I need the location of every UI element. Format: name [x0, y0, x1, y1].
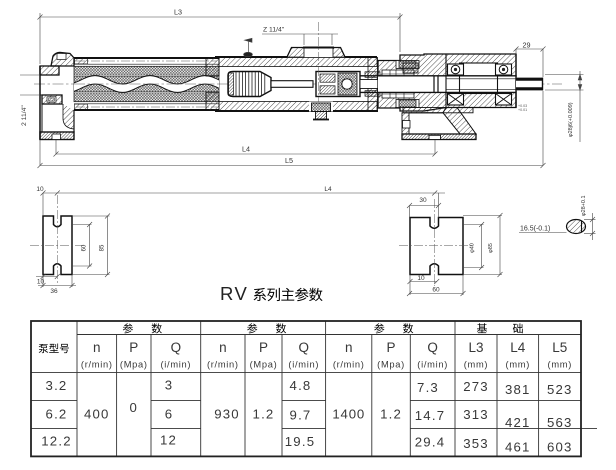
svg-text:10: 10 — [37, 279, 45, 286]
svg-text:+0.03: +0.03 — [518, 104, 527, 108]
svg-text:2 11/4": 2 11/4" — [21, 105, 28, 126]
svg-text:(r/min): (r/min) — [81, 360, 113, 370]
svg-text:461: 461 — [505, 440, 531, 455]
svg-text:29: 29 — [523, 41, 531, 50]
svg-text:Q: Q — [299, 340, 310, 355]
svg-text:60: 60 — [432, 287, 440, 294]
svg-text:(i/min): (i/min) — [288, 360, 319, 370]
svg-text:Q: Q — [171, 340, 182, 355]
svg-text:(Mpa): (Mpa) — [377, 360, 405, 370]
svg-text:30: 30 — [419, 197, 427, 204]
svg-text:10: 10 — [36, 186, 44, 193]
svg-text:3.2: 3.2 — [46, 378, 68, 393]
svg-text:10: 10 — [417, 275, 425, 282]
svg-text:P: P — [129, 340, 138, 355]
svg-text:(mm): (mm) — [548, 360, 572, 370]
svg-text:L4: L4 — [510, 340, 526, 355]
svg-text:Q: Q — [427, 340, 438, 355]
svg-text:RV: RV — [220, 283, 248, 304]
svg-text:(Mpa): (Mpa) — [120, 360, 148, 370]
svg-text:12.2: 12.2 — [41, 434, 71, 449]
svg-text:0: 0 — [130, 400, 139, 415]
svg-text:4.8: 4.8 — [290, 378, 312, 393]
svg-text:603: 603 — [547, 440, 573, 455]
svg-text:n: n — [345, 340, 353, 355]
svg-text:(i/min): (i/min) — [417, 360, 448, 370]
svg-text:523: 523 — [547, 382, 573, 397]
svg-text:7.3: 7.3 — [417, 380, 439, 395]
svg-text:29.4: 29.4 — [415, 435, 445, 450]
svg-text:L4: L4 — [242, 145, 250, 154]
svg-text:φ85: φ85 — [488, 243, 494, 253]
svg-text:(mm): (mm) — [506, 360, 530, 370]
svg-text:400: 400 — [84, 407, 110, 422]
svg-text:+0.01: +0.01 — [518, 108, 527, 112]
svg-text:563: 563 — [547, 415, 573, 430]
svg-text:6.2: 6.2 — [46, 407, 68, 422]
svg-text:(i/min): (i/min) — [160, 360, 191, 370]
svg-text:L5: L5 — [285, 156, 293, 165]
svg-text:L4: L4 — [324, 186, 332, 193]
svg-text:60: 60 — [82, 244, 88, 251]
svg-text:L3: L3 — [174, 8, 182, 17]
svg-text:P: P — [259, 340, 268, 355]
svg-text:(r/min): (r/min) — [333, 360, 365, 370]
svg-text:3: 3 — [165, 378, 174, 393]
svg-text:L3: L3 — [468, 340, 483, 355]
svg-text:9.7: 9.7 — [290, 408, 312, 423]
svg-text:36: 36 — [50, 288, 58, 295]
svg-text:P: P — [387, 340, 396, 355]
svg-text:(r/min): (r/min) — [207, 360, 239, 370]
svg-text:19.5: 19.5 — [285, 434, 315, 449]
svg-text:(mm): (mm) — [464, 360, 488, 370]
svg-text:n: n — [93, 340, 101, 355]
svg-text:6: 6 — [165, 407, 174, 422]
svg-text:313: 313 — [463, 407, 489, 422]
svg-text:421: 421 — [505, 415, 531, 430]
svg-text:L5: L5 — [552, 340, 567, 355]
svg-text:φ40: φ40 — [470, 243, 476, 253]
svg-text:12: 12 — [160, 433, 177, 448]
svg-text:1.2: 1.2 — [380, 407, 402, 422]
svg-text:Z 11/4": Z 11/4" — [263, 27, 285, 34]
svg-text:85: 85 — [100, 244, 106, 251]
svg-text:353: 353 — [463, 436, 489, 451]
svg-text:φ28j6(+0.009): φ28j6(+0.009) — [568, 102, 574, 137]
svg-text:(Mpa): (Mpa) — [250, 360, 278, 370]
svg-text:381: 381 — [505, 382, 531, 397]
svg-text:n: n — [219, 340, 227, 355]
svg-text:14.7: 14.7 — [415, 408, 445, 423]
svg-text:φ28+0.1: φ28+0.1 — [581, 195, 587, 216]
svg-text:16.5(-0.1): 16.5(-0.1) — [520, 226, 550, 233]
svg-text:1.2: 1.2 — [253, 407, 275, 422]
svg-text:930: 930 — [214, 407, 240, 422]
svg-text:1400: 1400 — [332, 407, 365, 422]
svg-text:273: 273 — [463, 379, 489, 394]
